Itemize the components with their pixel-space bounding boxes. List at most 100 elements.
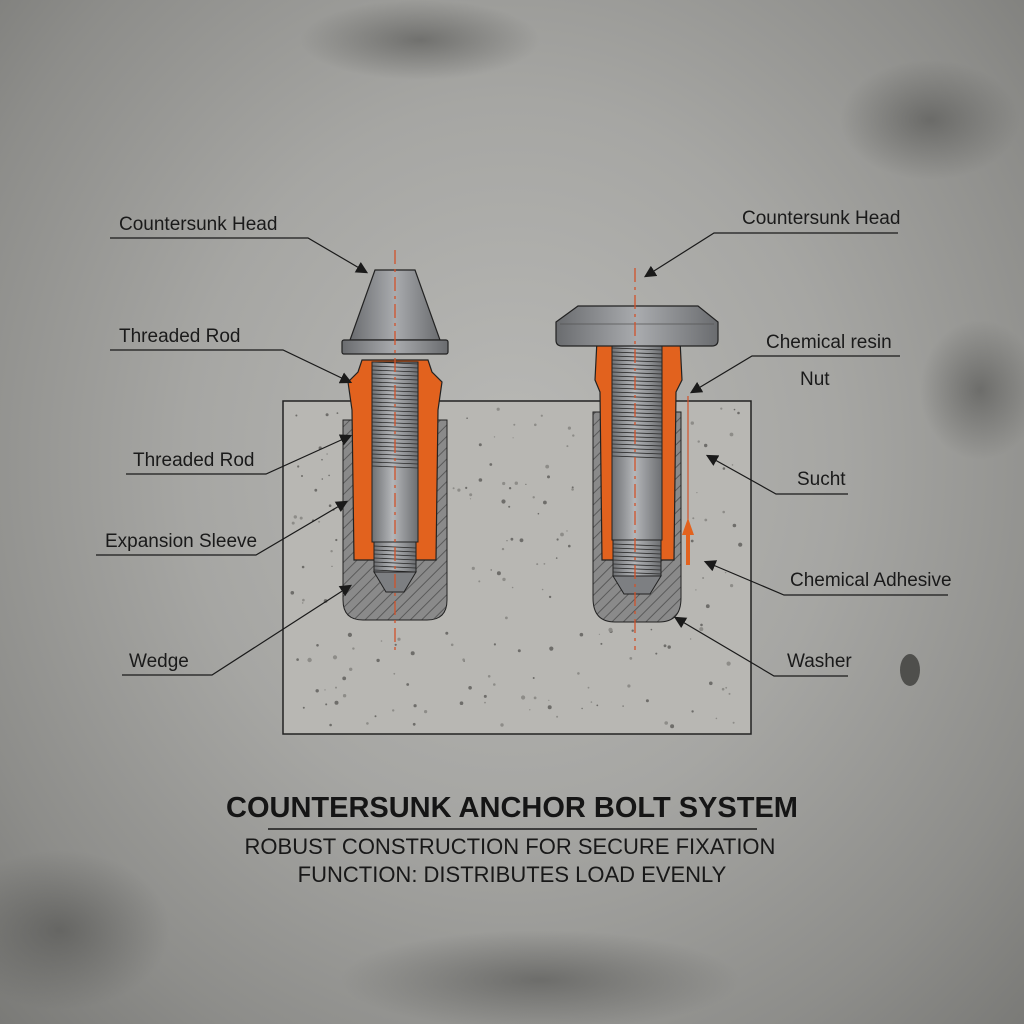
- aggregate-speck: [466, 417, 468, 420]
- aggregate-speck: [732, 721, 735, 724]
- aggregate-speck: [508, 487, 512, 490]
- thread-line: [611, 363, 663, 367]
- aggregate-speck: [397, 637, 401, 641]
- aggregate-speck: [629, 657, 633, 660]
- right-nut-threads: [612, 543, 662, 575]
- thread-line: [611, 415, 663, 419]
- aggregate-speck: [329, 723, 332, 727]
- aggregate-speck: [536, 563, 539, 566]
- aggregate-speck: [469, 493, 473, 497]
- aggregate-speck: [493, 683, 496, 686]
- right-rod: [611, 344, 663, 541]
- aggregate-speck: [690, 539, 694, 543]
- aggregate-speck: [598, 633, 601, 635]
- thread-line: [611, 371, 663, 375]
- thread-line: [611, 403, 663, 407]
- load-arrow-icon: [682, 518, 694, 565]
- concrete-aggregate: [290, 407, 743, 729]
- aggregate-speck: [566, 530, 568, 532]
- aggregate-speck: [352, 647, 355, 650]
- aggregate-speck: [529, 709, 531, 711]
- thread-line: [371, 381, 419, 385]
- thread-line: [371, 453, 419, 457]
- aggregate-speck: [315, 689, 319, 693]
- aggregate-speck: [336, 412, 339, 414]
- aggregate-speck: [720, 407, 723, 410]
- aggregate-speck: [374, 715, 377, 718]
- aggregate-speck: [410, 651, 415, 656]
- aggregate-speck: [738, 542, 743, 547]
- aggregate-speck: [394, 643, 397, 646]
- thread-line: [611, 423, 663, 427]
- aggregate-speck: [349, 667, 353, 671]
- aggregate-speck: [331, 565, 333, 567]
- aggregate-speck: [450, 643, 454, 647]
- thread-line: [371, 409, 419, 413]
- label-nut: Nut: [800, 369, 830, 390]
- aggregate-speck: [299, 516, 303, 520]
- thread-line: [611, 379, 663, 383]
- thread-line: [611, 351, 663, 355]
- aggregate-speck: [489, 463, 493, 466]
- aggregate-speck: [532, 677, 535, 679]
- aggregate-speck: [702, 577, 705, 579]
- aggregate-speck: [579, 632, 584, 637]
- thread-line: [611, 443, 663, 447]
- thread-line: [612, 543, 662, 547]
- thread-line: [611, 455, 663, 459]
- right-labels: Countersunk Head Chemical resin Nut Such…: [643, 208, 952, 677]
- aggregate-speck: [577, 672, 580, 675]
- thread-line: [612, 547, 662, 551]
- aggregate-speck: [627, 684, 631, 688]
- thread-line: [611, 439, 663, 443]
- aggregate-speck: [324, 689, 326, 691]
- aggregate-speck: [452, 487, 455, 490]
- aggregate-speck: [715, 717, 718, 720]
- thread-line: [612, 563, 662, 567]
- right-rod-threads: [611, 347, 663, 459]
- aggregate-speck: [697, 440, 700, 443]
- aggregate-speck: [392, 709, 395, 712]
- aggregate-speck: [511, 586, 514, 589]
- aggregate-speck: [465, 486, 468, 489]
- aggregate-speck: [413, 704, 417, 708]
- aggregate-speck: [596, 704, 599, 707]
- aggregate-speck: [547, 705, 552, 710]
- aggregate-speck: [483, 694, 487, 698]
- thread-line: [611, 355, 663, 359]
- label-countersunk-head-right: Countersunk Head: [742, 208, 900, 229]
- aggregate-speck: [737, 411, 740, 415]
- right-anchor: [555, 268, 719, 650]
- aggregate-speck: [690, 421, 694, 425]
- aggregate-speck: [590, 701, 593, 703]
- aggregate-speck: [290, 591, 295, 595]
- label-washer: Washer: [787, 651, 852, 672]
- aggregate-speck: [502, 481, 506, 486]
- aggregate-speck: [512, 437, 514, 439]
- aggregate-speck: [513, 423, 516, 426]
- aggregate-speck: [541, 588, 544, 591]
- aggregate-speck: [545, 464, 550, 469]
- aggregate-speck: [731, 464, 734, 466]
- aggregate-speck: [556, 538, 559, 541]
- label-chemical-resin: Chemical resin: [766, 332, 892, 353]
- diagram-subtitle-2: FUNCTION: DISTRIBUTES LOAD EVENLY: [298, 862, 727, 887]
- aggregate-speck: [478, 580, 481, 583]
- aggregate-speck: [704, 443, 708, 448]
- thread-line: [611, 359, 663, 363]
- thread-line: [611, 411, 663, 415]
- aggregate-speck: [543, 500, 547, 505]
- aggregate-speck: [709, 681, 713, 686]
- thread-line: [611, 451, 663, 455]
- aggregate-speck: [700, 623, 703, 627]
- aggregate-speck: [533, 696, 537, 700]
- aggregate-speck: [293, 515, 297, 519]
- aggregate-speck: [506, 540, 508, 542]
- aggregate-speck: [301, 475, 303, 477]
- aggregate-speck: [725, 686, 728, 689]
- thread-line: [371, 425, 419, 429]
- thread-line: [611, 447, 663, 451]
- aggregate-speck: [549, 646, 554, 651]
- aggregate-speck: [424, 710, 428, 714]
